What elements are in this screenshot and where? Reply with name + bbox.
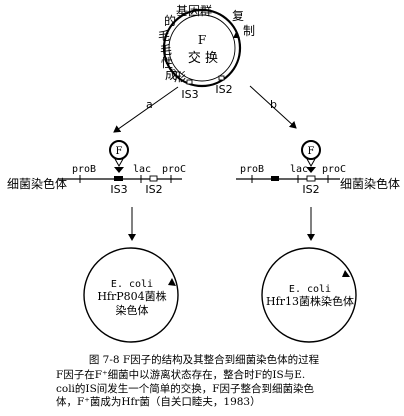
arc-text-xing2: 形	[174, 70, 186, 84]
right-result-ring	[261, 247, 357, 343]
right-is2-label: IS2	[302, 183, 319, 196]
left-chromosome-caption: 细菌染色体	[7, 176, 67, 191]
plasmid-outer-ring	[162, 8, 242, 88]
right-plasmid-f: F	[308, 146, 315, 157]
right-result-line2: Hfr13菌株染色体	[266, 294, 354, 308]
right-gene-proB: proB	[240, 164, 264, 175]
left-plasmid-f: F	[116, 146, 123, 157]
figure-caption-body: F因子在F⁺细菌中以游离状态存在，整合时F的IS与E. coli的IS间发生一个…	[56, 369, 400, 410]
left-small-plasmid	[109, 140, 129, 160]
arc-text-xing: 性	[161, 56, 173, 70]
left-result-line1: E. coli	[111, 279, 153, 290]
right-small-plasmid	[301, 140, 321, 160]
right-is2-box	[306, 175, 316, 182]
right-chromosome-caption: 细菌染色体	[340, 176, 400, 191]
plasmid-inner-ring	[168, 14, 236, 82]
caption-line-1: F因子在F⁺细菌中以游离状态存在，整合时F的IS与E.	[56, 369, 306, 381]
right-result-line1: E. coli	[289, 284, 331, 295]
right-is3-box	[271, 176, 279, 181]
left-result-ring	[83, 247, 179, 343]
f-plasmid-top: F 交 换 基因群 的 毛 毛 性 成 形 复 制 IS3 IS2	[158, 4, 255, 101]
figure-caption-title: 图 7-8 F因子的结构及其整合到细菌染色体的过程	[88, 354, 320, 366]
arc-text-fu: 复	[232, 9, 244, 23]
right-plasmid-stem	[306, 158, 316, 168]
plasmid-f-label: F	[198, 33, 206, 47]
right-crossover	[306, 167, 316, 173]
left-result: E. coli HfrP804菌株 染色体	[83, 247, 179, 343]
right-result: E. coli Hfr13菌株染色体	[261, 247, 357, 343]
is3-box-top	[186, 79, 193, 85]
left-chromosome: F proB lac proC IS3 IS2 细菌染色体	[7, 140, 186, 196]
left-is3-box	[114, 176, 123, 181]
right-gene-proC: proC	[322, 164, 346, 175]
left-is2-box	[149, 175, 158, 182]
left-gene-proC: proC	[162, 164, 186, 175]
left-result-arrow	[168, 278, 176, 286]
arrow-b	[249, 85, 297, 129]
arc-text-mao2: 毛	[160, 43, 172, 57]
arc-text-mao1: 毛	[158, 29, 170, 43]
right-chromosome: F proB lac proC IS2 细菌染色体	[236, 140, 400, 196]
left-is3-label: IS3	[110, 183, 127, 196]
left-result-line3: 染色体	[116, 303, 149, 317]
replication-arrow	[233, 32, 240, 38]
left-gene-lac: lac	[133, 164, 151, 175]
is2-label-top: IS2	[215, 83, 232, 96]
caption-line-3: 体，F⁺菌成为Hfr菌（自关口睦夫，1983）	[56, 396, 261, 408]
left-is2-label: IS2	[145, 183, 162, 196]
arc-text-jiyinqun: 基因群	[176, 4, 212, 18]
left-plasmid-stem	[114, 158, 124, 168]
is2-box-top	[218, 75, 225, 81]
is3-label-top: IS3	[181, 88, 198, 101]
branch-label-b: b	[270, 98, 277, 111]
caption-line-2: coli的IS间发生一个简单的交换，F因子整合到细菌染色	[56, 382, 315, 395]
plasmid-exchange-label: 交 换	[188, 50, 218, 66]
right-result-arrow	[342, 270, 350, 277]
left-gene-proB: proB	[72, 164, 96, 175]
arc-text-zhi: 制	[243, 24, 255, 38]
arc-text-de: 的	[164, 13, 176, 28]
left-result-line2: HfrP804菌株	[97, 289, 166, 303]
arc-text-cheng: 成	[165, 68, 177, 82]
left-crossover	[114, 167, 124, 173]
arrow-a	[113, 86, 179, 133]
right-gene-lac: lac	[290, 164, 308, 175]
branch-label-a: a	[146, 98, 153, 111]
